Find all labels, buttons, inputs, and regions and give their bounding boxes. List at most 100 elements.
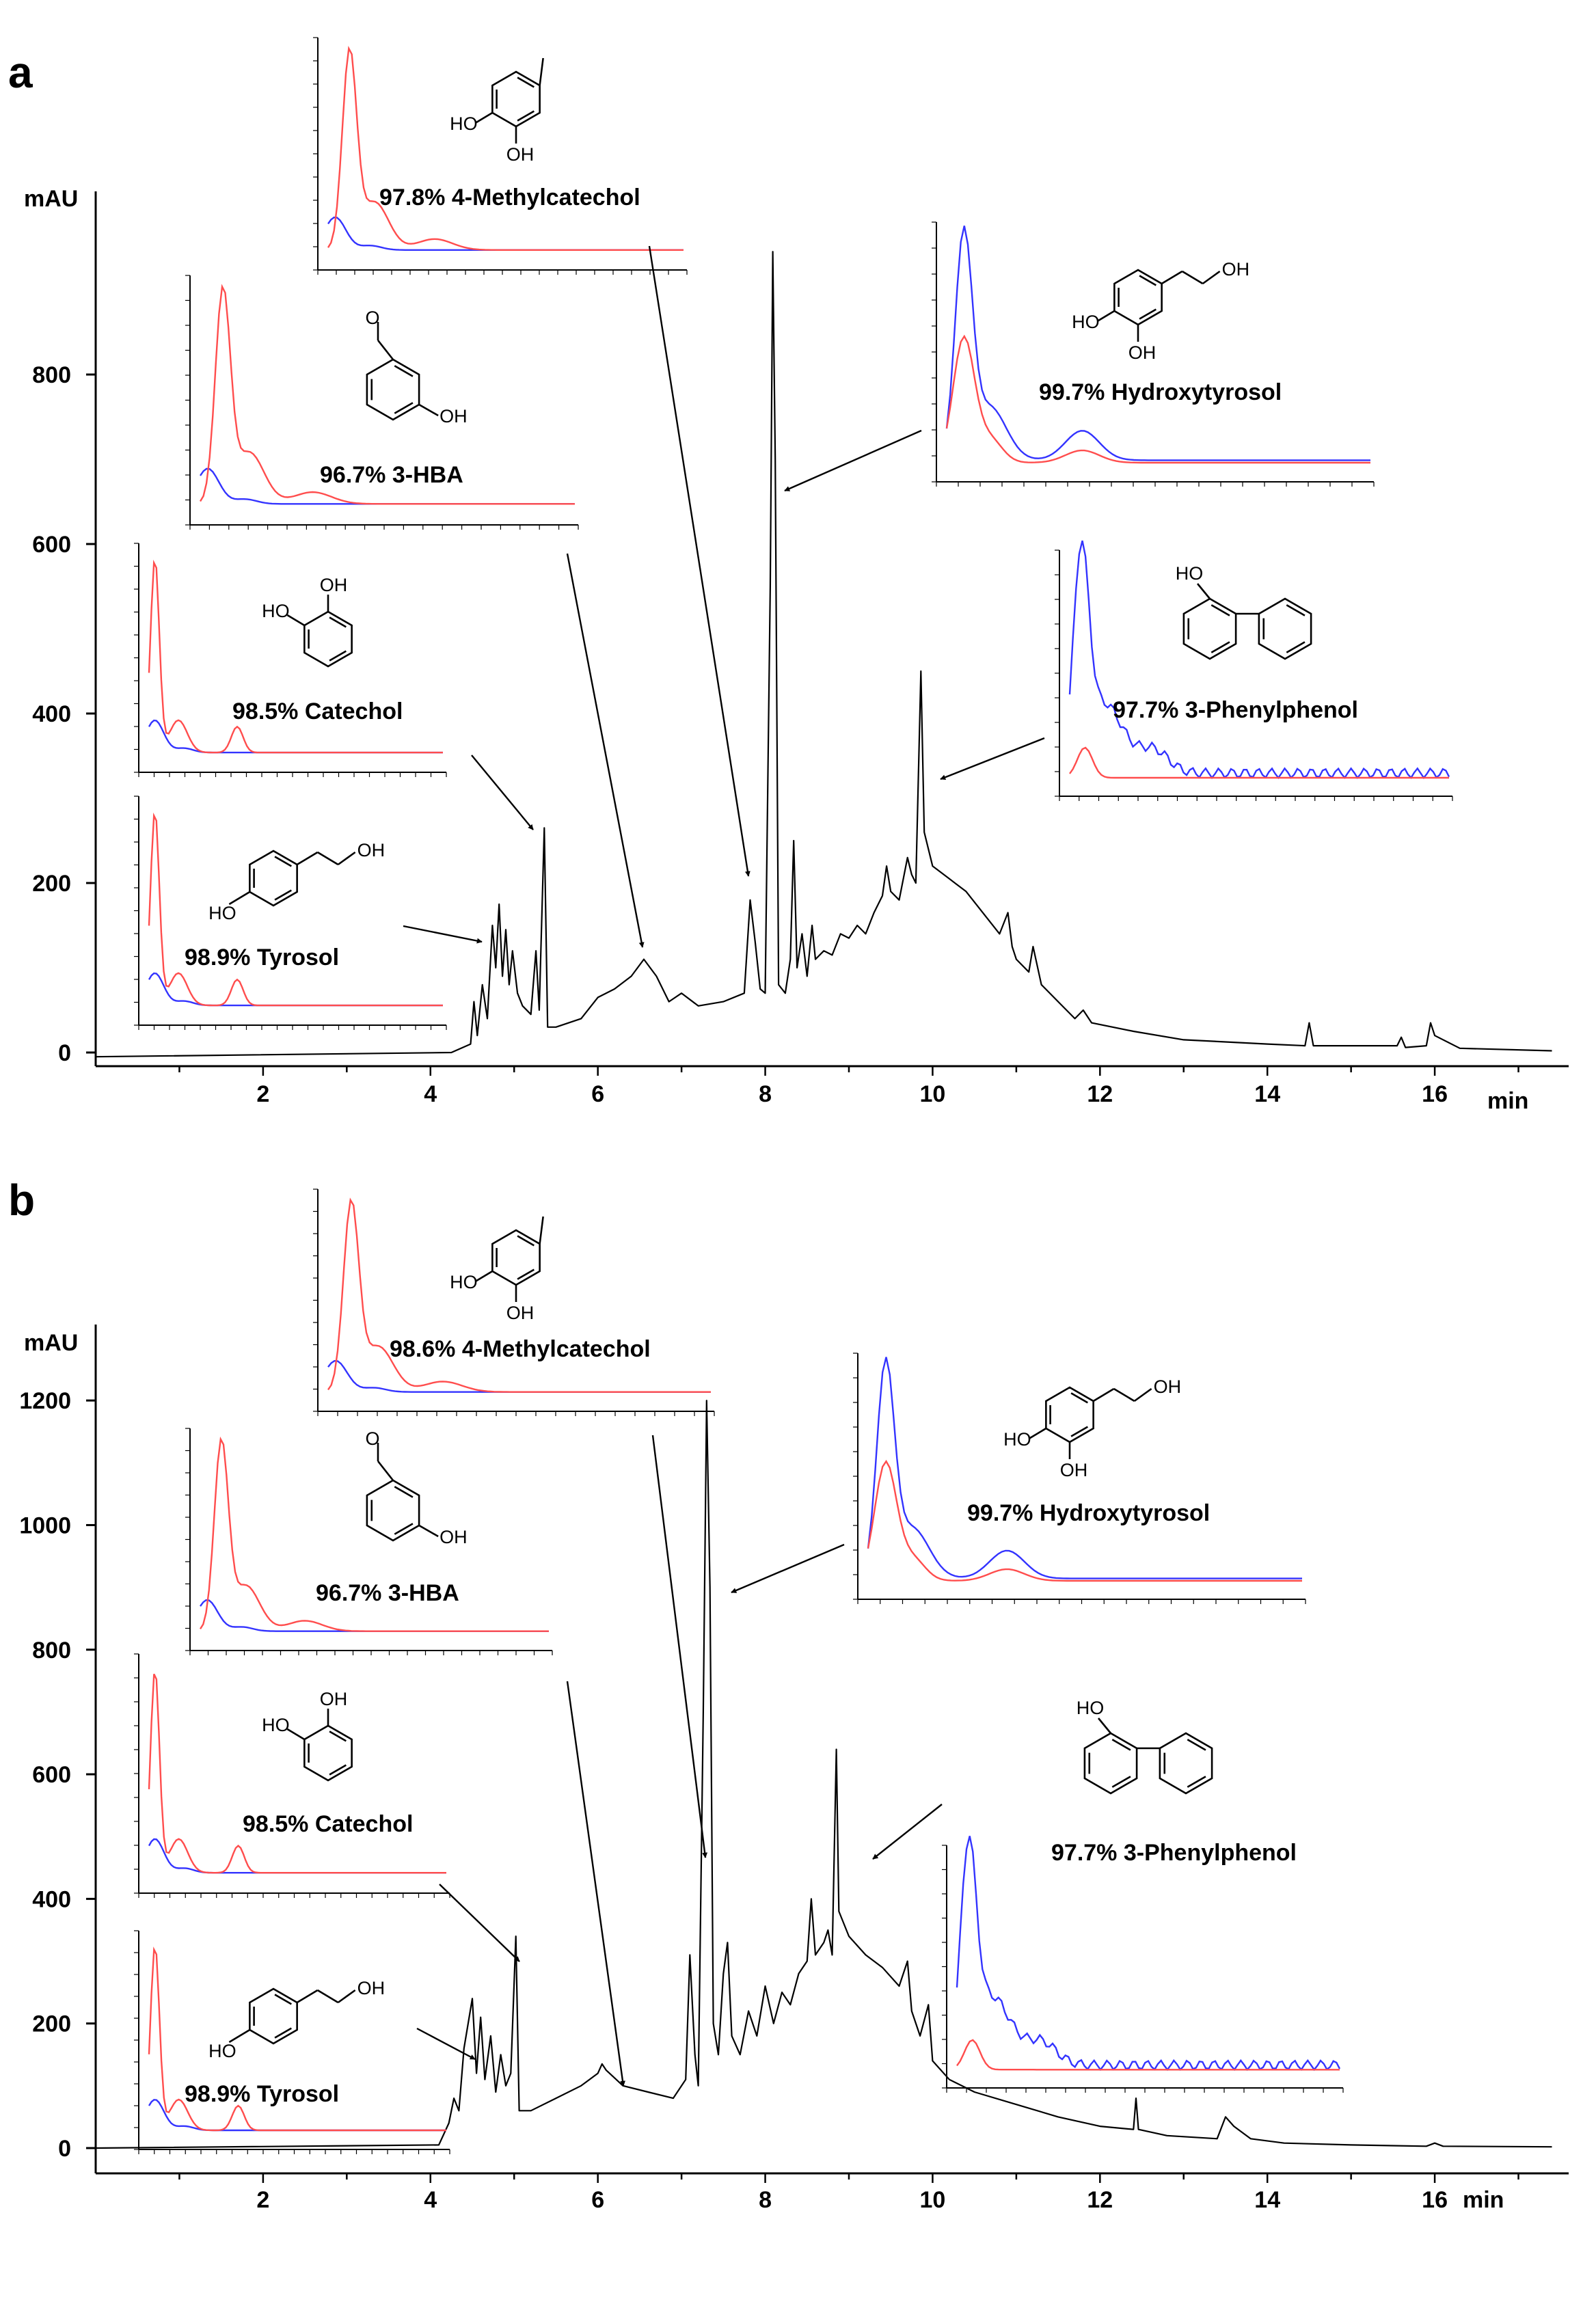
structure-hba-ring — [366, 358, 420, 421]
x-tick-label: 6 — [591, 1081, 604, 1107]
structure-tyrosol-chain-3 — [337, 851, 356, 866]
y-tick-label: 600 — [32, 532, 71, 558]
structure-catechol-atom-ho: HO — [262, 601, 290, 621]
structure-tyrosol-double-bond-0 — [274, 856, 292, 867]
y-tick-label: 0 — [58, 1040, 71, 1066]
y-tick-label: 0 — [58, 2136, 71, 2162]
x-tick-label: 6 — [591, 2187, 604, 2213]
structure-hba-bond-cho — [377, 340, 394, 360]
peak-arrow-hba — [566, 553, 645, 948]
structure-phenylphenol-b-ring — [1159, 1732, 1213, 1795]
structure-methylcatechol-atom-oh: OH — [506, 1303, 535, 1323]
structure-hydroxytyrosol-bond-oh1 — [1028, 1427, 1047, 1440]
compound-label-tyrosol: 98.9% Tyrosol — [185, 2081, 339, 2107]
compound-label-hydroxytyrosol: 99.7% Hydroxytyrosol — [967, 1500, 1210, 1526]
panel-b-letter: b — [8, 1176, 35, 1225]
peak-arrow-tyrosol — [416, 2027, 476, 2061]
structure-hydroxytyrosol-bond-oh1 — [1096, 310, 1115, 323]
peak-arrow-methylcatechol — [651, 1435, 708, 1858]
structure-methylcatechol-bond-oh1 — [474, 1270, 493, 1283]
x-axis-label: min — [1463, 2187, 1504, 2213]
structure-hydroxytyrosol-double-bond-1 — [1139, 308, 1157, 320]
x-tick-label: 10 — [920, 1081, 946, 1107]
inset-phenylphenol — [1055, 540, 1453, 801]
compound-label-phenylphenol: 97.7% 3-Phenylphenol — [1113, 697, 1358, 723]
structure-hba-bond-oh — [418, 403, 439, 417]
inset-tyrosol-spectrum-red — [148, 1946, 446, 2132]
inset-catechol — [134, 543, 447, 777]
structure-phenylphenol-a-ring — [1182, 597, 1237, 660]
structure-tyrosol-ring — [249, 1987, 298, 2045]
inset-hydroxytyrosol-spectrum-red — [945, 334, 1370, 464]
structure-methylcatechol-double-bond-0 — [517, 1235, 535, 1247]
structure-catechol-double-bond-0 — [329, 1730, 347, 1742]
structure-hydroxytyrosol-atom-oh-chain: OH — [1222, 259, 1250, 280]
structure-tyrosol-bond-oh — [228, 891, 251, 906]
x-tick-label: 4 — [424, 1081, 437, 1107]
structure-tyrosol-double-bond-1 — [274, 2027, 292, 2039]
structure-hba-ring — [366, 1479, 420, 1542]
x-tick-label: 8 — [759, 1081, 772, 1107]
structure-phenylphenol-bond-oh — [1196, 583, 1211, 599]
peak-arrow-hydroxytyrosol — [784, 429, 922, 492]
inset-methylcatechol — [313, 1189, 715, 1416]
structure-hydroxytyrosol-double-bond-0 — [1070, 1392, 1088, 1404]
inset-tyrosol-spectrum-red — [148, 812, 443, 1007]
structure-tyrosol-atom-ho: HO — [208, 2041, 236, 2061]
structure-hydroxytyrosol-atom-ho: HO — [1072, 312, 1100, 332]
structure-methylcatechol-ring — [491, 1229, 541, 1286]
structure-methylcatechol: HO OH — [450, 1216, 544, 1323]
inset-phenylphenol-spectrum-red — [956, 2039, 1340, 2071]
peak-arrow-tyrosol — [403, 925, 483, 944]
x-tick-label: 12 — [1087, 1081, 1113, 1107]
structure-hydroxytyrosol-ring — [1045, 1386, 1094, 1443]
x-axis-label: min — [1487, 1088, 1528, 1114]
compound-label-hydroxytyrosol: 99.7% Hydroxytyrosol — [1039, 379, 1282, 405]
structure-hba-double-bond-0 — [394, 365, 414, 377]
structure-hydroxytyrosol-double-bond-1 — [1070, 1426, 1088, 1437]
structure-phenylphenol-bond-oh — [1097, 1718, 1112, 1734]
structure-hydroxytyrosol-chain-3 — [1133, 1387, 1152, 1402]
structure-methylcatechol-atom-ho: HO — [450, 113, 478, 134]
y-tick-label: 200 — [32, 2011, 71, 2037]
x-tick-label: 14 — [1254, 2187, 1280, 2213]
structure-phenylphenol-a-double-bond-0 — [1210, 604, 1230, 616]
structure-methylcatechol-atom-ho: HO — [450, 1272, 478, 1292]
inset-catechol-spectrum-blue — [148, 719, 443, 754]
structure-catechol-bond-oh2 — [286, 1728, 306, 1741]
inset-hba-spectrum-red — [199, 284, 575, 505]
inset-phenylphenol-spectrum-blue — [1068, 540, 1450, 780]
inset-hydroxytyrosol-spectrum-blue — [867, 1357, 1302, 1579]
peak-arrow-catechol — [471, 755, 534, 830]
inset-hba — [185, 275, 579, 530]
structure-hba-atom-oh: OH — [439, 1527, 468, 1547]
structure-hydroxytyrosol-double-bond-0 — [1139, 275, 1157, 286]
peak-arrow-hydroxytyrosol — [731, 1543, 845, 1594]
structure-methylcatechol-bond-oh1 — [474, 111, 493, 124]
structure-hba-atom-oh: OH — [439, 406, 468, 426]
x-tick-label: 8 — [759, 2187, 772, 2213]
inset-hydroxytyrosol-spectrum-blue — [945, 226, 1370, 461]
structure-tyrosol-chain-2 — [316, 851, 339, 866]
inset-catechol-spectrum-red — [148, 1673, 446, 1874]
inset-phenylphenol-spectrum-blue — [956, 1836, 1341, 2072]
inset-hba — [185, 1428, 553, 1655]
structure-catechol-double-bond-1 — [329, 650, 347, 662]
structure-hydroxytyrosol-chain-1 — [1092, 1387, 1115, 1402]
structure-catechol-ring — [303, 1724, 353, 1782]
structure-hydroxytyrosol-chain-1 — [1161, 270, 1183, 285]
structure-hydroxytyrosol-ring — [1113, 269, 1163, 326]
structure-tyrosol-double-bond-0 — [274, 1994, 292, 2005]
inset-methylcatechol — [313, 37, 688, 275]
inset-tyrosol — [134, 796, 447, 1030]
structure-hba: OOH — [365, 308, 467, 426]
structure-tyrosol-chain-1 — [296, 851, 319, 866]
structure-catechol-atom-oh: OH — [320, 575, 348, 595]
structure-methylcatechol-bond-methyl — [539, 57, 544, 86]
x-tick-label: 2 — [256, 2187, 269, 2213]
structure-tyrosol-chain-2 — [316, 1989, 339, 2004]
